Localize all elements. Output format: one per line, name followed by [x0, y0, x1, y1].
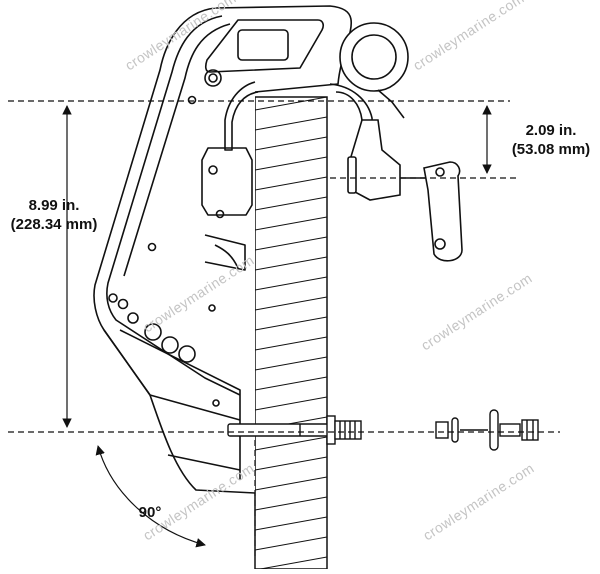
offset-dimension-label: 2.09 in. (53.08 mm) — [503, 121, 599, 159]
height-mm-text: (228.34 mm) — [10, 216, 98, 233]
offset-in-text: 2.09 in. — [525, 122, 577, 139]
height-dimension-label: 8.99 in. (228.34 mm) — [0, 196, 108, 234]
angle-text: 90° — [138, 504, 162, 521]
transom-board — [254, 96, 328, 570]
offset-mm-text: (53.08 mm) — [511, 141, 591, 158]
mounting-bracket — [93, 5, 375, 494]
bolt-hardware — [227, 409, 539, 451]
height-in-text: 8.99 in. — [28, 197, 80, 214]
pivot-assembly — [339, 22, 463, 262]
angle-label: 90° — [130, 503, 170, 522]
dimension-lines — [8, 100, 560, 560]
